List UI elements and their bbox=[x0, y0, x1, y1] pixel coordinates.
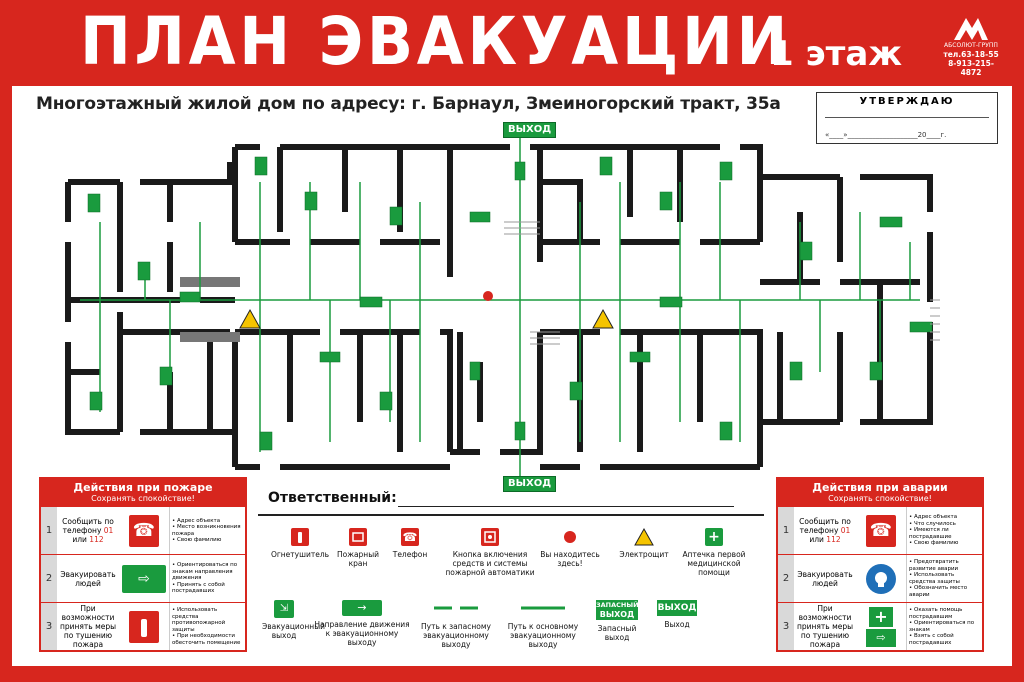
fire-row-3: 3 При возможности принять меры по тушени… bbox=[41, 602, 245, 650]
windows bbox=[180, 277, 240, 342]
evac-exit-icon: ⇲ bbox=[274, 600, 294, 618]
protective-mask-icon bbox=[866, 563, 896, 594]
fire-actions-box: Действия при пожаре Сохранять спокойстви… bbox=[39, 477, 247, 652]
approval-date: «____»____________________20____г. bbox=[825, 131, 947, 139]
solid-route-icon bbox=[521, 604, 565, 612]
alarm-button-icon bbox=[481, 528, 499, 546]
exit-sign-bottom: ВЫХОД bbox=[503, 476, 557, 492]
electric-panel-icon bbox=[239, 308, 614, 329]
dashed-route-icon bbox=[434, 604, 478, 612]
evac-exit-icon: ⇨ bbox=[866, 628, 896, 647]
company-logo: АБСОЛЮТ-ГРУПП тел.63-18-55 8-913-215-487… bbox=[940, 14, 1002, 80]
phone-icon: ☎ bbox=[866, 514, 896, 547]
legend-item-evac-exit: ⇲ Эвакуационный выход bbox=[262, 600, 325, 640]
floor-plan bbox=[65, 132, 940, 482]
walls bbox=[65, 144, 933, 470]
direction-arrow-icon: → bbox=[342, 600, 382, 616]
legend-item-exit: ВЫХОД Выход bbox=[652, 600, 702, 629]
legend-divider bbox=[258, 514, 764, 516]
phone-icon: ☎ bbox=[129, 514, 159, 547]
accident-actions-header: Действия при аварии Сохранять спокойстви… bbox=[778, 479, 982, 506]
accident-row-1: 1 Сообщить по телефону 01 или 112 ☎ Адре… bbox=[778, 506, 982, 554]
evacuation-direction-icon: ⇨ bbox=[122, 564, 166, 593]
legend-item-spare-exit: ЗАПАСНЫЙ ВЫХОД Запасный выход bbox=[596, 600, 639, 642]
spare-exit-sign-icon: ЗАПАСНЫЙ ВЫХОД bbox=[596, 600, 639, 620]
poster-title: ПЛАН ЭВАКУАЦИИ bbox=[80, 3, 791, 80]
legend-item-extinguisher: Огнетушитель bbox=[262, 528, 338, 559]
responsible-line bbox=[398, 506, 734, 507]
accident-actions-box: Действия при аварии Сохранять спокойстви… bbox=[776, 477, 984, 652]
legend-item-main-route: Путь к основному эвакуационному выходу bbox=[500, 600, 586, 649]
legend-item-spare-route: Путь к запасному эвакуационному выходу bbox=[412, 600, 500, 649]
logo-phone-2: 8-913-215-4872 bbox=[948, 59, 994, 77]
legend-item-first-aid: + Аптечка первой медицинской помощи bbox=[682, 528, 746, 577]
legend-item-you-are-here: Вы находитесь здесь! bbox=[538, 528, 602, 568]
electric-panel-icon bbox=[634, 527, 654, 546]
you-are-here-icon bbox=[564, 531, 576, 543]
first-aid-icon: + bbox=[869, 606, 893, 627]
building-address: Многоэтажный жилой дом по адресу: г. Бар… bbox=[36, 94, 781, 114]
legend-item-electric-panel: Электрощит bbox=[614, 527, 674, 559]
plan-signs bbox=[87, 156, 933, 451]
fire-row-2: 2 Эвакуировать людей ⇨ Ориентироваться п… bbox=[41, 554, 245, 602]
first-aid-icon: + bbox=[705, 528, 723, 546]
responsible-label: Ответственный: bbox=[268, 490, 397, 506]
fire-hydrant-icon bbox=[349, 528, 367, 546]
signature-line bbox=[825, 117, 989, 118]
legend-item-direction: → Направление движения к эвакуационному … bbox=[314, 600, 410, 647]
fire-extinguisher-icon bbox=[291, 528, 309, 546]
accident-row-3: 3 При возможности принять меры по тушени… bbox=[778, 602, 982, 650]
you-are-here-icon bbox=[483, 291, 493, 301]
logo-phone-1: тел.63-18-55 bbox=[943, 50, 999, 59]
legend-item-alarm-button: Кнопка включения средств и системы пожар… bbox=[440, 528, 540, 577]
legend-item-phone: ☎ Телефон bbox=[392, 528, 428, 559]
logo-mark-icon bbox=[954, 18, 988, 40]
logo-name: АБСОЛЮТ-ГРУПП bbox=[944, 42, 998, 49]
approval-heading: УТВЕРЖДАЮ bbox=[859, 96, 955, 107]
floor-label: 1 этаж bbox=[770, 34, 903, 74]
fire-row-1: 1 Сообщить по телефону 01 или 112 ☎ Адре… bbox=[41, 506, 245, 554]
approval-box: УТВЕРЖДАЮ «____»____________________20__… bbox=[816, 92, 998, 144]
stairs bbox=[504, 221, 940, 345]
accident-row-2: 2 Эвакуировать людей Предотвратить разви… bbox=[778, 554, 982, 602]
fire-actions-header: Действия при пожаре Сохранять спокойстви… bbox=[41, 479, 245, 506]
phone-icon: ☎ bbox=[401, 528, 419, 546]
legend-item-hydrant: Пожарный кран bbox=[330, 528, 386, 568]
exit-sign-icon: ВЫХОД bbox=[657, 600, 697, 616]
fire-extinguisher-icon bbox=[129, 610, 159, 643]
exit-sign-top: ВЫХОД bbox=[503, 122, 557, 138]
